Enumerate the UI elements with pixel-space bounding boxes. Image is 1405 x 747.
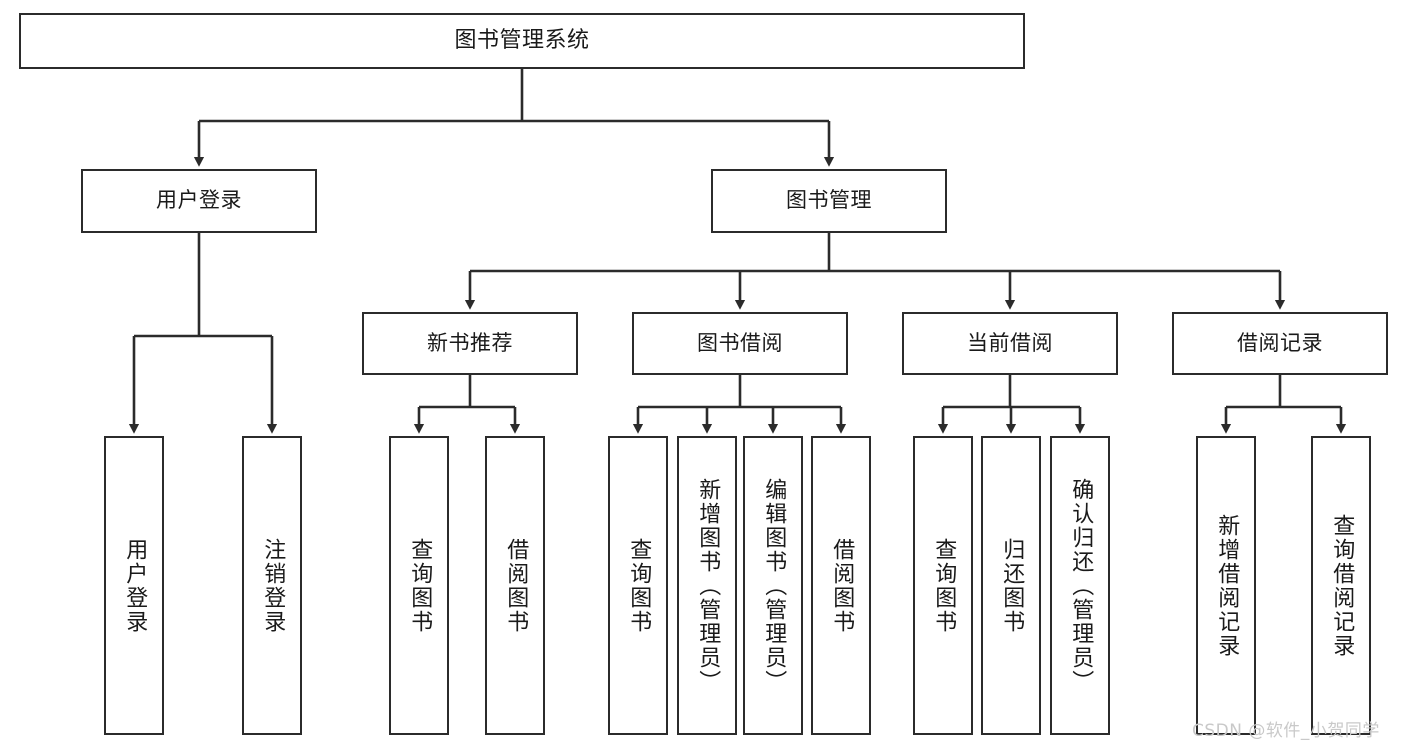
node-label: 用户登录 — [122, 537, 148, 634]
leaf-new-book-borrow[interactable]: 借阅图书 — [485, 436, 545, 735]
node-label: 用户登录 — [156, 188, 242, 213]
leaf-book-borrow-query[interactable]: 查询图书 — [608, 436, 668, 735]
node-label: 查询图书 — [931, 537, 957, 634]
node-label: 确认归还（管理员） — [1068, 477, 1094, 694]
leaf-user-login-logout[interactable]: 注销登录 — [242, 436, 302, 735]
csdn-watermark: CSDN @软件_小贺同学 — [1192, 721, 1380, 741]
node-label: 借阅图书 — [503, 537, 529, 634]
node-label: 归还图书 — [999, 537, 1025, 634]
node-label: 注销登录 — [260, 537, 286, 634]
leaf-current-borrow-confirm-admin[interactable]: 确认归还（管理员） — [1050, 436, 1110, 735]
node-label: 查询图书 — [407, 537, 433, 634]
node-book-management[interactable]: 图书管理 — [711, 169, 947, 233]
node-label: 查询图书 — [626, 537, 652, 634]
node-label: 图书借阅 — [697, 330, 783, 355]
node-label: 查询借阅记录 — [1329, 513, 1355, 658]
node-label: 新增借阅记录 — [1214, 513, 1240, 658]
node-label: 编辑图书（管理员） — [761, 477, 787, 694]
node-label: 新书推荐 — [427, 330, 513, 355]
leaf-current-borrow-query[interactable]: 查询图书 — [913, 436, 973, 735]
leaf-borrow-record-add[interactable]: 新增借阅记录 — [1196, 436, 1256, 735]
node-label: 图书管理 — [786, 188, 872, 213]
node-user-login[interactable]: 用户登录 — [81, 169, 317, 233]
node-label: 图书管理系统 — [454, 27, 590, 53]
leaf-book-borrow-edit-admin[interactable]: 编辑图书（管理员） — [743, 436, 803, 735]
node-new-book-recommend[interactable]: 新书推荐 — [362, 312, 578, 375]
leaf-new-book-query[interactable]: 查询图书 — [389, 436, 449, 735]
leaf-user-login-login[interactable]: 用户登录 — [104, 436, 164, 735]
node-label: 新增图书（管理员） — [695, 477, 721, 694]
leaf-current-borrow-return[interactable]: 归还图书 — [981, 436, 1041, 735]
node-label: 借阅记录 — [1237, 330, 1323, 355]
node-book-borrow[interactable]: 图书借阅 — [632, 312, 848, 375]
node-borrow-record[interactable]: 借阅记录 — [1172, 312, 1388, 375]
node-label: 当前借阅 — [967, 330, 1053, 355]
leaf-borrow-record-query[interactable]: 查询借阅记录 — [1311, 436, 1371, 735]
leaf-book-borrow-borrow[interactable]: 借阅图书 — [811, 436, 871, 735]
node-label: 借阅图书 — [829, 537, 855, 634]
node-root-book-management-system[interactable]: 图书管理系统 — [19, 13, 1025, 69]
node-current-borrow[interactable]: 当前借阅 — [902, 312, 1118, 375]
leaf-book-borrow-add-admin[interactable]: 新增图书（管理员） — [677, 436, 737, 735]
